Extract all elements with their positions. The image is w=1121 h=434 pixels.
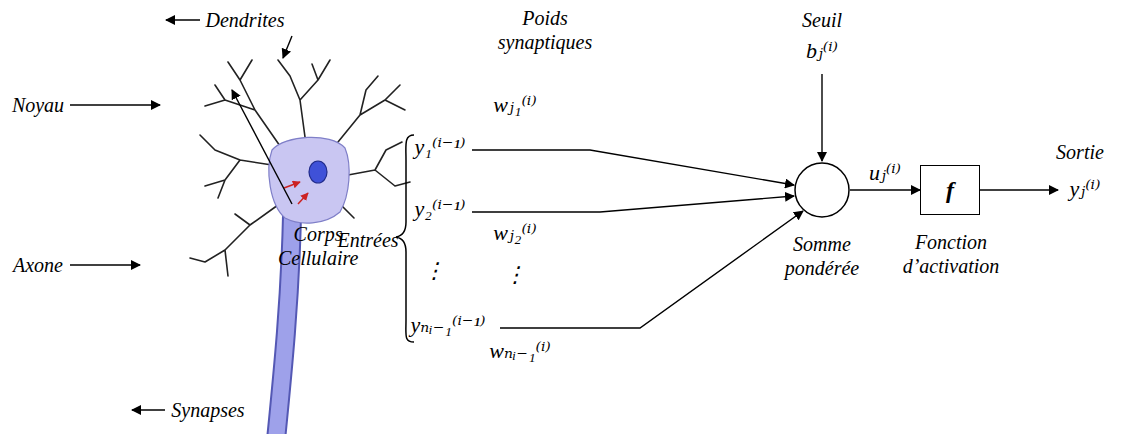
node-caption: Fonction d’activation [889,230,1013,278]
heading-label: Sortie [1056,140,1104,164]
part-name: Synapses [171,398,244,422]
ellipsis: ⋮ [423,258,445,284]
input-symbol: yₙᵢ₋₁⁽ⁱ⁻¹⁾ [411,312,486,338]
ellipsis: ⋮ [504,262,526,288]
circle-outline [795,163,849,217]
signal-arrow [284,182,300,188]
dendrite-branches [190,60,410,276]
signal-arrow [298,193,308,204]
weight-symbol: wⱼ₁⁽ⁱ⁾ [493,92,536,118]
heading-label: Entrées [337,228,398,252]
weight-symbol: wⱼ₂⁽ⁱ⁾ [493,220,536,246]
input-brace [396,135,414,342]
part-name: Dendrites [206,8,285,32]
input-symbol: y₂⁽ⁱ⁻¹⁾ [415,196,466,222]
input-symbol: y₁⁽ⁱ⁻¹⁾ [415,134,466,160]
output-symbol: yⱼ⁽ⁱ⁾ [1070,176,1101,202]
weight-symbol: wₙᵢ₋₁⁽ⁱ⁾ [489,338,551,364]
edge-label: uⱼ⁽ⁱ⁾ [867,160,903,186]
signal-arrow [850,189,920,190]
activation-box: fFonction d’activation [920,165,980,215]
input-wires [472,74,1058,328]
leader-arrows [70,20,292,410]
heading-label: Poids synaptiques [490,6,600,54]
sum-circle: Somme pondérée [794,162,850,218]
heading-label: Seuil [802,8,842,32]
function-symbol: f [946,176,954,205]
part-name: Axone [13,253,63,277]
cell-body [269,137,349,223]
part-name: Noyau [12,93,64,117]
circle-outline [794,162,850,218]
threshold-symbol: bⱼ⁽ⁱ⁾ [806,38,838,64]
nucleus [309,161,327,183]
node-caption: Somme pondérée [772,232,872,280]
